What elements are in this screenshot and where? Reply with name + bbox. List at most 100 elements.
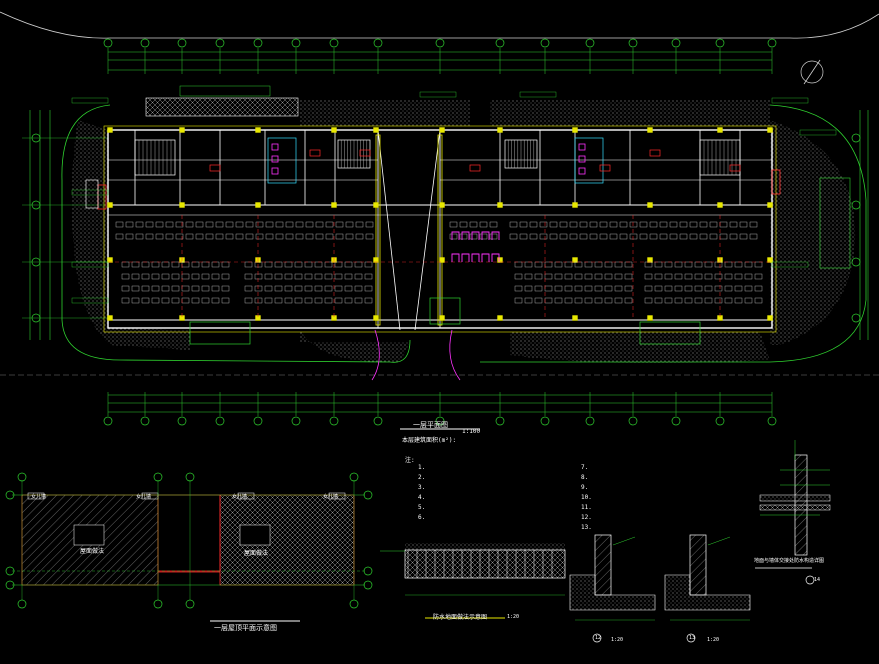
axis-bubble-top xyxy=(435,38,445,48)
table xyxy=(244,297,253,304)
structural-column xyxy=(255,127,261,133)
structural-column xyxy=(497,127,503,133)
axis-bubble-bottom xyxy=(103,416,113,426)
structural-column xyxy=(717,127,723,133)
table xyxy=(195,233,204,240)
note-3: 3. xyxy=(418,484,426,491)
axis-bubble-right xyxy=(851,313,861,323)
table xyxy=(315,233,324,240)
table xyxy=(749,221,758,228)
callout-box xyxy=(71,97,109,104)
table xyxy=(221,261,230,268)
entrance-canopy xyxy=(189,321,251,345)
table xyxy=(354,297,363,304)
column-strip xyxy=(375,134,381,326)
table xyxy=(244,285,253,292)
table xyxy=(609,221,618,228)
table xyxy=(325,233,334,240)
table xyxy=(125,233,134,240)
table xyxy=(211,285,220,292)
table xyxy=(639,221,648,228)
table xyxy=(191,297,200,304)
landscape-edge-right xyxy=(480,104,867,363)
structural-column xyxy=(255,202,261,208)
axis-bubble-top xyxy=(140,38,150,48)
table xyxy=(509,221,518,228)
table xyxy=(749,233,758,240)
table xyxy=(699,233,708,240)
note-4: 4. xyxy=(418,494,426,501)
table xyxy=(574,285,583,292)
table xyxy=(674,273,683,280)
table xyxy=(584,297,593,304)
planter-bottom-left xyxy=(300,330,410,363)
structural-column xyxy=(497,202,503,208)
table xyxy=(191,285,200,292)
table xyxy=(489,221,498,228)
roof-axis-bubble-left xyxy=(5,490,15,500)
table xyxy=(469,233,478,240)
table xyxy=(544,273,553,280)
table xyxy=(244,261,253,268)
table xyxy=(684,297,693,304)
structural-column xyxy=(179,127,185,133)
side-stair xyxy=(819,177,851,269)
table xyxy=(699,221,708,228)
table xyxy=(694,273,703,280)
table xyxy=(659,233,668,240)
table xyxy=(584,285,593,292)
table xyxy=(604,273,613,280)
roof-area-middle xyxy=(157,494,221,572)
roof-parapet-label-4: 女儿墙 xyxy=(323,494,339,500)
table xyxy=(559,233,568,240)
table xyxy=(679,233,688,240)
table xyxy=(244,273,253,280)
door-red xyxy=(649,149,661,157)
table xyxy=(181,261,190,268)
table xyxy=(694,261,703,268)
door-red xyxy=(729,164,741,172)
table xyxy=(125,221,134,228)
roof-axis-bubble-right xyxy=(363,490,373,500)
table xyxy=(185,233,194,240)
roof-axis-bubble-bottom xyxy=(185,599,195,609)
axis-bubble-top xyxy=(215,38,225,48)
table xyxy=(221,285,230,292)
table xyxy=(669,233,678,240)
table xyxy=(459,233,468,240)
table xyxy=(704,273,713,280)
axis-bubble-top xyxy=(671,38,681,48)
table xyxy=(684,261,693,268)
table xyxy=(365,233,374,240)
structural-column xyxy=(572,315,578,321)
table xyxy=(334,261,343,268)
table xyxy=(181,273,190,280)
table xyxy=(644,297,653,304)
table xyxy=(354,261,363,268)
table xyxy=(724,261,733,268)
axis-bubble-top xyxy=(253,38,263,48)
table xyxy=(514,273,523,280)
table xyxy=(624,261,633,268)
toilet-fixture xyxy=(271,155,279,163)
table xyxy=(609,233,618,240)
axis-bubble-bottom xyxy=(215,416,225,426)
table xyxy=(201,285,210,292)
table xyxy=(614,273,623,280)
magenta-seat xyxy=(471,231,480,240)
table xyxy=(514,297,523,304)
detail-14-title: 地面与墙体交接处防水构造详图 xyxy=(754,558,825,564)
table xyxy=(724,273,733,280)
table xyxy=(355,233,364,240)
table xyxy=(654,285,663,292)
callout-box xyxy=(771,97,809,104)
magenta-seat xyxy=(471,253,480,262)
roof-parapet-label-3: 女儿墙 xyxy=(232,494,248,500)
table xyxy=(619,233,628,240)
table xyxy=(549,221,558,228)
roof-axis-bubble-bottom xyxy=(349,599,359,609)
table xyxy=(365,221,374,228)
table xyxy=(121,297,130,304)
table xyxy=(254,273,263,280)
table xyxy=(674,285,683,292)
